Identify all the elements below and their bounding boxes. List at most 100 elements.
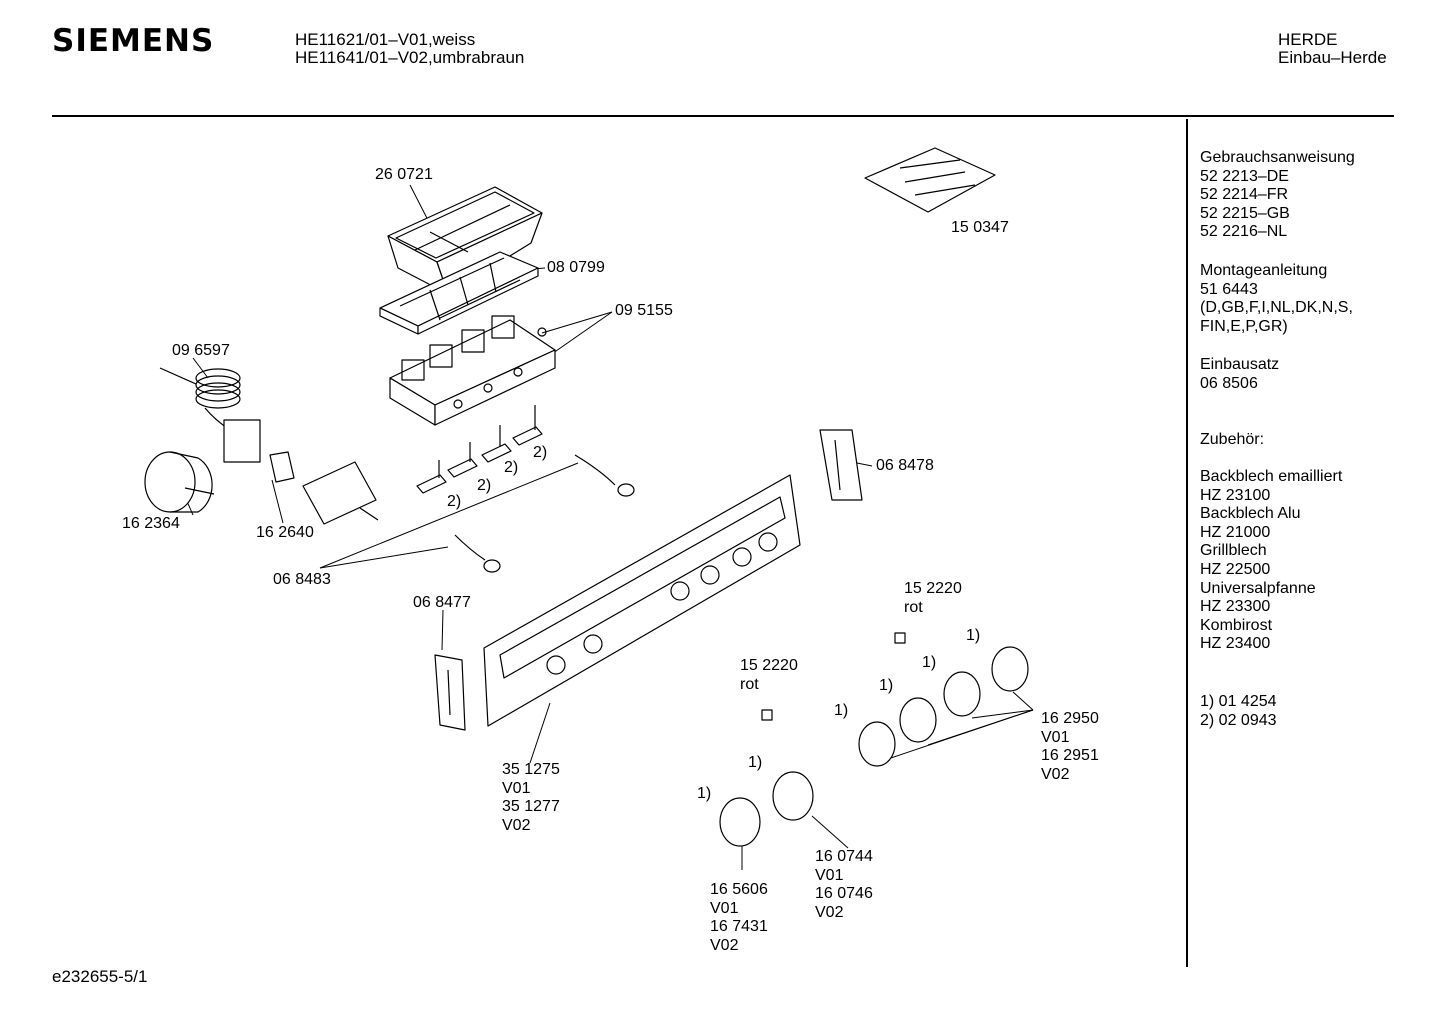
part-label: 06 8478 (876, 457, 934, 474)
part-variant: V01 (502, 779, 531, 797)
part-number: 16 2951 (1041, 747, 1099, 765)
part-number: 15 2220 (740, 657, 798, 674)
drawing-id: e232655-5/1 (52, 967, 148, 986)
footnote-line: 1) 01 4254 (1200, 693, 1277, 710)
sidebar-line: 52 2214–FR (1200, 186, 1289, 204)
part-variant: V01 (1041, 728, 1070, 746)
kit-block: Einbausatz 06 8506 (1200, 356, 1279, 393)
part-variant: V02 (815, 904, 844, 922)
part-label: 08 0799 (547, 259, 605, 276)
sidebar-line: Montageanleitung (1200, 262, 1328, 279)
part-number: 16 0744 (815, 848, 873, 865)
model-list: HE11621/01–V01,weiss HE11641/01–V02,umbr… (295, 31, 524, 67)
clip-label: 15 2220 rot (904, 580, 962, 617)
sidebar-divider (1186, 119, 1188, 967)
lamp-leads (454, 454, 635, 573)
knob-label-center: 16 0744 V01 16 0746 V02 (815, 848, 873, 923)
knob-label-right: 16 2950 V01 16 2951 V02 (1041, 710, 1099, 785)
part-variant: V01 (710, 899, 739, 917)
sidebar-line: Universalpfanne (1200, 579, 1316, 597)
footnote-marker: 2) (447, 493, 462, 510)
accessories-block: Backblech emailliert HZ 23100 Backblech … (1200, 468, 1342, 654)
sidebar-line: HZ 23100 (1200, 486, 1271, 504)
sidebar-line: 51 6443 (1200, 280, 1258, 298)
footnote-marker: 2) (477, 477, 492, 494)
sidebar-line: Backblech emailliert (1200, 468, 1343, 485)
part-number: 16 7431 (710, 918, 768, 936)
knob-label-left: 16 5606 V01 16 7431 V02 (710, 881, 768, 956)
sidebar-line: HZ 21000 (1200, 523, 1271, 541)
sidebar-line: HZ 22500 (1200, 560, 1271, 578)
sidebar-line: 06 8506 (1200, 374, 1258, 392)
part-variant: V02 (502, 817, 531, 835)
frame-part (379, 251, 539, 335)
exploded-view-drawing (144, 147, 1034, 870)
header-divider (52, 115, 1394, 117)
part-variant: rot (904, 598, 923, 616)
siemens-logo: SIEMENS (52, 23, 215, 59)
part-label: 16 2364 (122, 515, 180, 532)
part-label: 15 0347 (951, 219, 1009, 236)
part-label: 06 8477 (413, 594, 471, 611)
terminal-part (269, 451, 379, 525)
small-switches (416, 405, 543, 494)
manual-block: Gebrauchsanweisung 52 2213–DE 52 2214–FR… (1200, 149, 1355, 242)
part-label: 16 2640 (256, 524, 314, 541)
footnote-marker: 1) (922, 654, 937, 671)
part-number: 15 2220 (904, 580, 962, 597)
part-number: 35 1277 (502, 798, 560, 816)
category-block: HERDE Einbau–Herde (1278, 31, 1387, 67)
part-variant: V01 (815, 866, 844, 884)
category-subtitle: Einbau–Herde (1278, 48, 1387, 67)
sidebar-line: Backblech Alu (1200, 505, 1301, 523)
installation-block: Montageanleitung 51 6443 (D,GB,F,I,NL,DK… (1200, 262, 1353, 336)
part-variant: rot (740, 675, 759, 693)
part-label: 09 5155 (615, 302, 673, 319)
temperature-sensor-coil (159, 367, 261, 463)
knobs-bottom (719, 771, 814, 847)
footnote-marker: 1) (748, 754, 763, 771)
control-panel (483, 474, 801, 727)
clip-parts (761, 632, 906, 721)
sidebar-line: Grillblech (1200, 542, 1267, 560)
part-label: 09 6597 (172, 342, 230, 359)
footnote-marker: 1) (966, 627, 981, 644)
model-line: HE11641/01–V02,umbrabraun (295, 48, 525, 67)
sidebar-line: 52 2216–NL (1200, 223, 1288, 241)
accessories-title: Zubehör: (1200, 431, 1265, 448)
sidebar-line: Einbausatz (1200, 356, 1280, 373)
timer-part (144, 451, 215, 513)
sidebar-line: Gebrauchsanweisung (1200, 149, 1355, 166)
part-variant: V02 (1041, 766, 1070, 784)
screw-bag (864, 147, 996, 213)
category-title: HERDE (1278, 30, 1338, 49)
panel-label: 35 1275 V01 35 1277 V02 (502, 761, 560, 836)
part-number: 35 1275 (502, 761, 560, 778)
footnotes-block: 1) 01 4254 2) 02 0943 (1200, 693, 1277, 730)
model-line: HE11621/01–V01,weiss (295, 30, 476, 49)
footnote-marker: 1) (834, 702, 849, 719)
part-number: 16 0746 (815, 885, 873, 903)
footnote-marker: 1) (697, 785, 712, 802)
footnote-marker: 1) (879, 677, 894, 694)
switch-housing-part (389, 315, 556, 426)
footnote-marker: 2) (533, 444, 548, 461)
sidebar-line: 52 2213–DE (1200, 167, 1289, 185)
sidebar-line: (D,GB,F,I,NL,DK,N,S, (1200, 299, 1353, 317)
part-variant: V02 (710, 937, 739, 955)
part-number: 16 2950 (1041, 710, 1099, 727)
part-label: 06 8483 (273, 571, 331, 588)
sidebar-line: HZ 23400 (1200, 635, 1271, 653)
footnote-line: 2) 02 0943 (1200, 711, 1277, 729)
bracket-right (819, 429, 863, 501)
part-number: 16 5606 (710, 881, 768, 898)
sidebar-line: HZ 23300 (1200, 598, 1271, 616)
knobs-right (858, 646, 1029, 767)
sidebar-line: 52 2215–GB (1200, 204, 1290, 222)
clip-label: 15 2220 rot (740, 657, 798, 694)
footnote-marker: 2) (504, 459, 519, 476)
part-label: 26 0721 (375, 166, 433, 183)
sidebar-line: FIN,E,P,GR) (1200, 317, 1288, 335)
bracket-left (434, 654, 466, 731)
